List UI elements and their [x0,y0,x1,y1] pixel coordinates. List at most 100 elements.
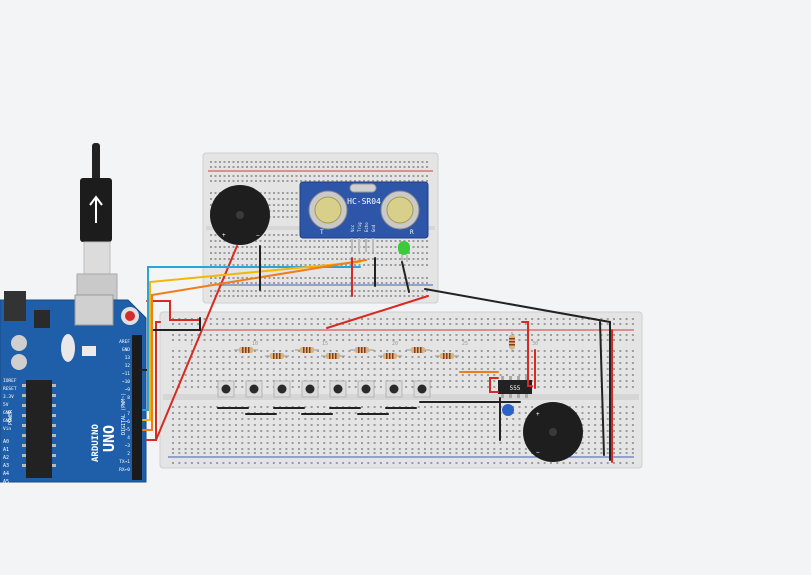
sensor-r-label: R [410,229,414,236]
svg-text:+: + [536,411,540,418]
col-number: 30 [532,341,538,347]
svg-text:UNO: UNO [100,425,118,452]
svg-text:GND: GND [3,410,11,416]
svg-text:+: + [222,232,226,239]
svg-text:Gnd: Gnd [371,224,376,232]
svg-text:Echo: Echo [364,222,369,232]
resistor[interactable] [435,353,459,359]
svg-text:A2: A2 [3,455,9,461]
digital-label: DIGITAL (PWM~) [121,393,127,435]
wires[interactable] [139,245,613,463]
digital-pin-labels: AREF GND 13 12 ~11 ~10 ~9 8 7 ~6 ~5 4 ~3… [119,339,130,473]
green-led[interactable] [398,241,410,262]
buzzer-upper[interactable]: + − [210,185,270,245]
svg-text:8: 8 [127,395,130,401]
col-number: 25 [462,341,468,347]
svg-text:Trig: Trig [357,222,362,232]
breadboard-column-numbers: 1 10 15 20 25 30 [190,341,538,347]
svg-text:~3: ~3 [125,443,131,449]
resistor[interactable] [295,347,319,353]
wire-black [424,288,611,461]
col-number: 10 [252,341,258,347]
svg-text:−: − [536,449,540,456]
svg-text:3.3V: 3.3V [3,394,14,400]
wire-red [146,321,161,441]
buzzer-lower[interactable]: + − [523,402,583,462]
arduino-logo: ARDUINO UNO [91,423,118,462]
hc-sr04-sensor[interactable]: HC-SR04 T R Vcc Trig Echo Gnd [299,181,429,252]
svg-text:555: 555 [510,385,521,392]
power-jack [4,291,26,321]
svg-text:RX←0: RX←0 [119,467,130,473]
resistor[interactable] [509,332,515,352]
push-button[interactable] [329,380,347,398]
push-button[interactable] [413,380,431,398]
svg-text:~11: ~11 [122,371,130,377]
svg-text:13: 13 [125,355,131,361]
capacitor-blue[interactable] [502,404,514,416]
svg-text:5V: 5V [3,402,9,408]
wire-yellow [142,261,361,421]
digital-header [132,335,142,480]
svg-text:A4: A4 [3,471,9,477]
svg-text:~10: ~10 [122,379,130,385]
svg-text:A5: A5 [3,479,9,485]
wire-red [155,245,238,441]
svg-text:GND: GND [122,347,130,353]
timer-555-chip[interactable]: 555 [498,376,532,398]
push-button[interactable] [301,380,319,398]
usb-cable[interactable] [76,143,118,305]
col-number: 15 [322,341,328,347]
push-button[interactable] [385,380,403,398]
svg-text:Vin: Vin [3,426,11,432]
resistor[interactable] [265,353,289,359]
resistors[interactable] [234,332,515,359]
analog-pin-labels: A0 A1 A2 A3 A4 A5 [3,439,9,485]
sensor-pin-labels: Vcc Trig Echo Gnd [350,222,376,232]
svg-text:RESET: RESET [3,386,17,392]
svg-text:GND: GND [3,418,11,424]
reset-button-core[interactable] [125,311,135,321]
capacitor-left-2 [11,354,27,370]
push-button[interactable] [273,380,291,398]
push-buttons[interactable] [217,380,431,398]
wire-red [146,300,201,321]
push-button[interactable] [357,380,375,398]
svg-text:~6: ~6 [125,419,131,425]
wire-red [521,321,533,387]
wire-red [489,377,499,393]
wire-red [326,295,429,329]
resistor[interactable] [350,347,374,353]
push-button[interactable] [217,380,235,398]
arduino-uno-board[interactable]: ARDUINO UNO DIGITAL (PWM~) POWER IOREF R… [0,291,147,485]
svg-text:4: 4 [127,435,130,441]
svg-text:IOREF: IOREF [3,378,17,384]
sensor-label: HC-SR04 [347,197,381,206]
col-number: 1 [190,341,193,347]
col-number: 20 [392,341,398,347]
resistor[interactable] [321,353,345,359]
svg-text:A0: A0 [3,439,9,445]
capacitor-left [11,335,27,351]
svg-text:~5: ~5 [125,427,131,433]
svg-text:A3: A3 [3,463,9,469]
wire-black [401,261,410,293]
resistor[interactable] [378,353,402,359]
svg-text:~9: ~9 [125,387,131,393]
sensor-t-label: T [320,229,324,236]
resistor[interactable] [234,347,258,353]
svg-text:TX→1: TX→1 [119,459,130,465]
power-label: POWER [8,409,14,425]
wire-black [599,321,605,456]
crystal [61,334,75,362]
usb-icon [89,195,103,223]
svg-text:AREF: AREF [119,339,130,345]
atmega-chip [26,380,52,478]
svg-text:A1: A1 [3,447,9,453]
usb-port [74,294,114,326]
resistor[interactable] [406,347,430,353]
svg-text:ARDUINO: ARDUINO [91,423,101,462]
svg-text:7: 7 [127,411,130,417]
push-button[interactable] [245,380,263,398]
